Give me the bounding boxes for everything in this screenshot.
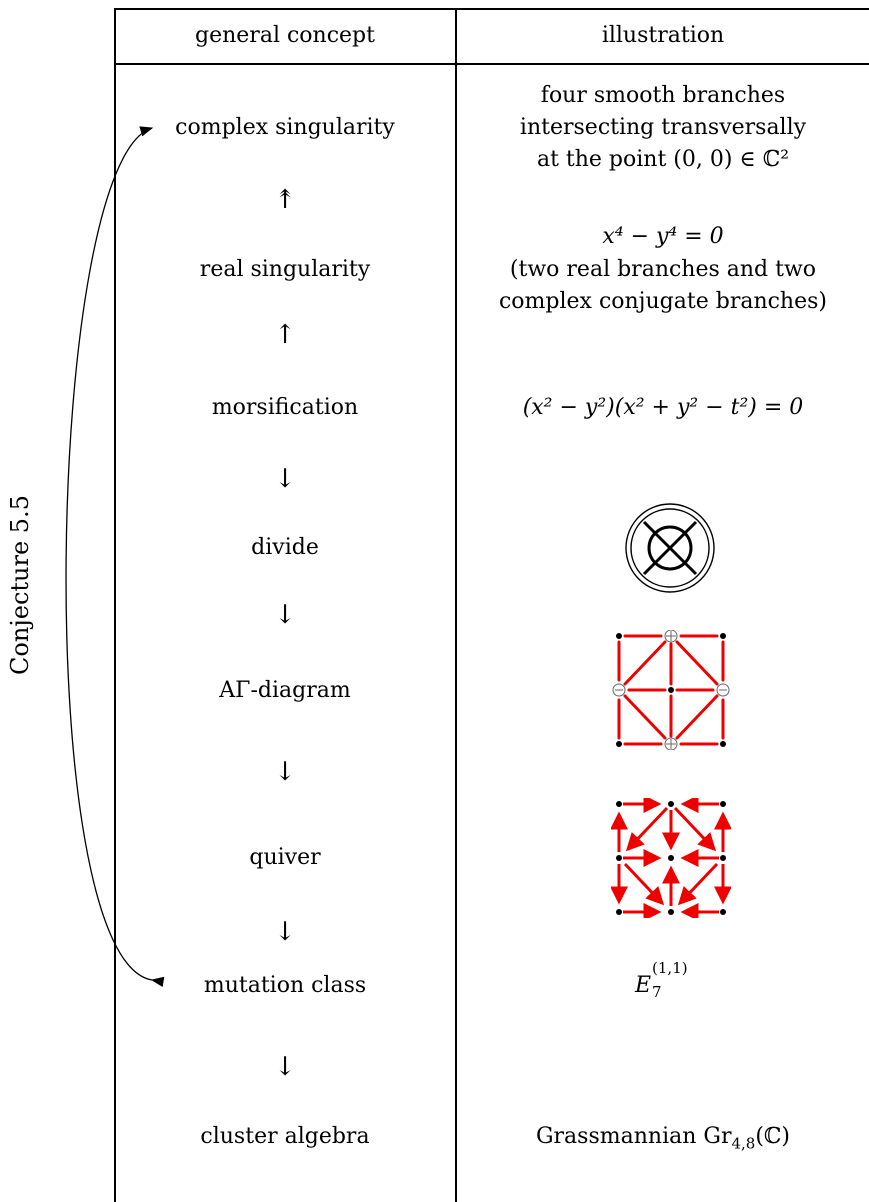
e-superscript: (1,1) [652,959,688,977]
grassmannian-text: Grassmannian Gr [535,1124,732,1149]
illustration-complex-line1: four smooth branches [540,83,786,108]
concept-real-singularity: real singularity [199,257,371,282]
arrow-down-2: ↓ [274,600,296,630]
illustration-complex-line2: intersecting transversally [519,115,807,140]
e-symbol: E [634,973,652,998]
header-general-concept: general concept [195,23,375,48]
arrow-down-4: ↓ [274,917,296,947]
illustration-complex-line3: at the point (0, 0) ∈ ℂ² [536,147,790,172]
grassmannian-subscript: 4,8 [731,1134,756,1153]
concept-a-gamma-diagram: AΓ-diagram [219,678,351,703]
arrow-up: ↑ [274,320,296,350]
illustration-real-line3: complex conjugate branches) [498,289,827,314]
a-gamma-diagram-icon [612,630,730,750]
illustration-mutation-class: E(1,1) 7 [457,959,869,1001]
header-illustration: illustration [601,23,725,48]
table-header-rule [115,63,869,65]
concept-complex-singularity: complex singularity [175,115,395,140]
arrow-down-5: ↓ [274,1052,296,1082]
arrow-down-1: ↓ [274,464,296,494]
quiver-icon [611,798,731,918]
illustration-grassmannian: Grassmannian Gr4,8(ℂ) [457,1122,869,1158]
table-left-rule [114,8,116,1202]
illustration-real-line2: (two real branches and two [509,257,817,282]
circle-with-cross-icon [625,503,715,593]
arrow-up-double: ↟ [274,185,296,215]
concept-cluster-algebra: cluster algebra [200,1124,370,1149]
table-middle-rule [455,8,457,1202]
concept-quiver: quiver [249,845,321,870]
e-subscript: 7 [652,983,662,1001]
grassmannian-suffix: (ℂ) [755,1124,791,1149]
illustration-morsification: (x² − y²)(x² + y² − t²) = 0 [522,395,804,420]
concept-morsification: morsification [211,395,359,420]
conjecture-curved-arrow [65,126,165,988]
table-top-rule [115,8,869,10]
illustration-real-equation: x⁴ − y⁴ = 0 [602,224,724,249]
arrow-down-3: ↓ [274,757,296,787]
concept-divide: divide [251,535,319,560]
concept-mutation-class: mutation class [203,973,367,998]
